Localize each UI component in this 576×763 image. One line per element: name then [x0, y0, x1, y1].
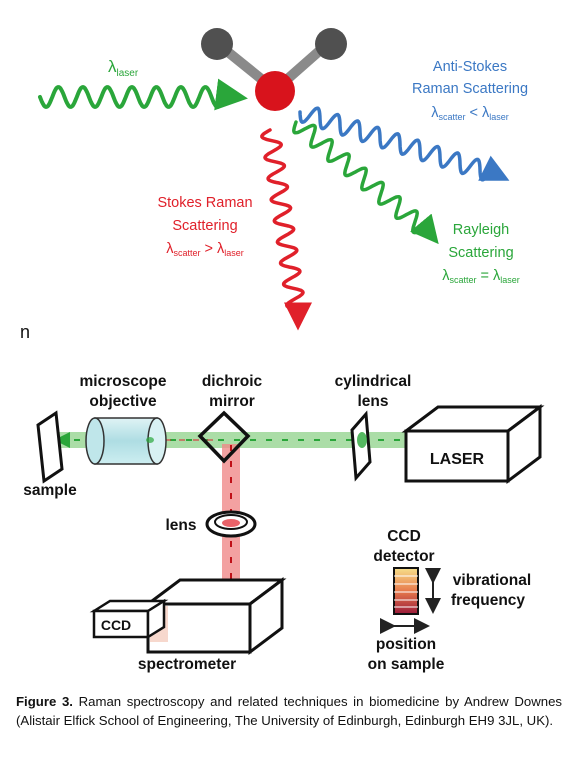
vibrational-frequency-label: vibrational — [453, 572, 531, 589]
laser-label: LASER — [430, 451, 485, 468]
position-on-sample-label: position — [376, 636, 436, 653]
ccd-box-label: CCD — [101, 617, 131, 633]
rayleigh-wave — [292, 120, 439, 245]
cylindrical-lens-label: cylindrical — [335, 373, 412, 390]
cylindrical-lens — [350, 410, 372, 482]
focusing-lens — [205, 510, 257, 538]
incident-laser-wave — [38, 78, 248, 111]
molecule-atom-right — [315, 28, 347, 60]
ccd-box — [89, 598, 169, 640]
lens-label: lens — [165, 517, 196, 534]
caption-text: Raman spectroscopy and related technique… — [16, 694, 562, 728]
microscope-objective-label: microscope — [79, 373, 166, 390]
molecule — [201, 28, 347, 111]
microscope-objective — [85, 417, 167, 465]
dichroic-mirror-label-2: mirror — [209, 393, 255, 410]
molecule-atom-left — [201, 28, 233, 60]
dichroic-mirror — [197, 410, 251, 464]
cylindrical-lens-label-2: lens — [357, 393, 388, 410]
stokes-label: Stokes Raman Scattering λscatter > λlase… — [157, 195, 252, 258]
laser-wavelength-label: λlaser — [108, 57, 139, 79]
svg-text:Rayleigh: Rayleigh — [453, 222, 509, 238]
svg-text:Scattering: Scattering — [172, 218, 237, 234]
svg-text:λscatter < λlaser: λscatter < λlaser — [431, 105, 509, 122]
figure-number: Figure 3. — [16, 694, 73, 709]
anti-stokes-label: Anti-Stokes Raman Scattering λscatter < … — [412, 59, 528, 122]
laser-box — [401, 404, 545, 484]
spectrometer-label: spectrometer — [138, 656, 236, 673]
stray-letter: n — [20, 322, 30, 342]
anti-stokes-wave — [298, 106, 510, 182]
ccd-detector-label-2: detector — [373, 548, 434, 565]
vibrational-frequency-label-2: frequency — [451, 592, 525, 609]
sample-slide — [36, 410, 64, 484]
sample-label: sample — [23, 482, 77, 499]
svg-text:Anti-Stokes: Anti-Stokes — [433, 59, 507, 75]
position-on-sample-label-2: on sample — [368, 656, 445, 673]
dichroic-mirror-label: dichroic — [202, 373, 263, 390]
svg-text:λscatter = λlaser: λscatter = λlaser — [442, 268, 520, 285]
svg-text:Stokes Raman: Stokes Raman — [157, 195, 252, 211]
ccd-detector-array — [393, 567, 419, 615]
svg-text:λscatter > λlaser: λscatter > λlaser — [166, 241, 244, 258]
svg-text:Raman Scattering: Raman Scattering — [412, 81, 528, 97]
figure-caption: Figure 3. Raman spectroscopy and related… — [16, 692, 562, 730]
svg-text:Scattering: Scattering — [448, 245, 513, 261]
ccd-detector-label: CCD — [387, 528, 421, 545]
stokes-wave — [260, 128, 312, 331]
molecule-center-atom — [255, 71, 295, 111]
spectrometer-box — [143, 577, 287, 655]
rayleigh-label: Rayleigh Scattering λscatter = λlaser — [442, 222, 520, 285]
microscope-objective-label-2: objective — [89, 393, 157, 410]
